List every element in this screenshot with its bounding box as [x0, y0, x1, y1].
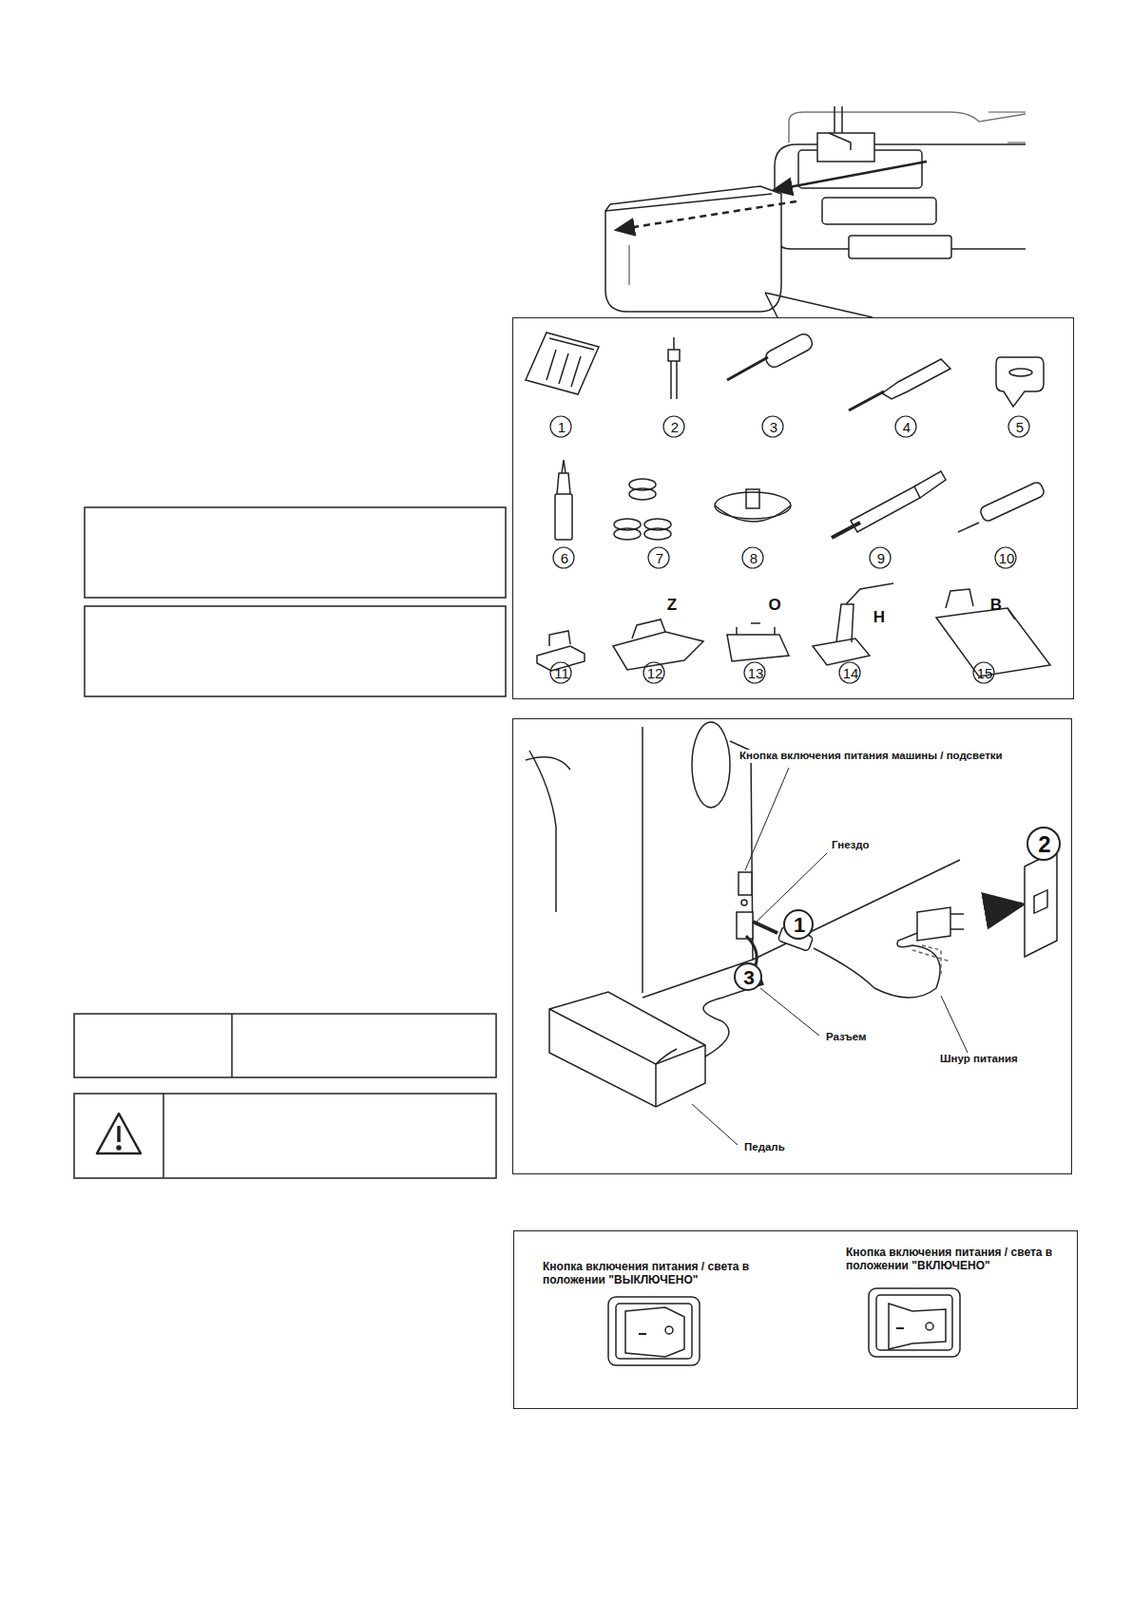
dashed-arrow — [615, 201, 797, 231]
callout-number: 2 — [1037, 831, 1051, 860]
callout-number: 3 — [743, 965, 755, 990]
callout-line — [765, 292, 873, 318]
pedal — [549, 936, 764, 1108]
callout-number: O — [767, 595, 781, 615]
wall-outlet — [1024, 850, 1057, 958]
callout-number: 12 — [647, 665, 664, 683]
connection-panel: Кнопка включения питания машины / подсве… — [512, 718, 1073, 1175]
part-label: Кнопка включения питания / света в полож… — [542, 1260, 781, 1288]
callout-number: Z — [667, 595, 677, 615]
machine-top — [774, 106, 1026, 259]
callout-number: 14 — [843, 665, 860, 683]
part-label: Кнопка включения питания / света в полож… — [845, 1246, 1075, 1274]
switch-on — [868, 1288, 960, 1358]
note-box — [84, 606, 506, 697]
callout-number: H — [873, 608, 885, 628]
callout-number: 5 — [1016, 419, 1024, 437]
extension-table — [605, 186, 782, 312]
part-label: Разъем — [824, 1031, 869, 1045]
callout-number: 10 — [998, 550, 1016, 568]
part-label: Педаль — [742, 1141, 787, 1155]
callout-number: 3 — [769, 419, 778, 437]
callout-number: 4 — [902, 419, 911, 437]
callout-number: 7 — [655, 550, 664, 568]
callout-number: 15 — [977, 665, 994, 683]
callout-number: 11 — [554, 665, 570, 683]
callout-number: 2 — [671, 419, 679, 437]
power-cord — [752, 904, 1022, 998]
callout-number: 8 — [749, 550, 758, 568]
warning-box — [74, 1093, 497, 1179]
switch-off — [608, 1297, 700, 1366]
callout-number: 1 — [793, 913, 806, 939]
warning-icon — [96, 1113, 141, 1154]
accessories-panel: 123456789101112131415ZOHB — [512, 317, 1075, 700]
note-box — [84, 507, 506, 598]
callout-number: 13 — [748, 665, 765, 683]
power-number-circles — [734, 827, 1060, 991]
callout-number: B — [990, 595, 1002, 615]
number-circles — [550, 416, 1030, 684]
callout-number: 1 — [557, 419, 566, 437]
part-label: Гнездо — [829, 839, 872, 853]
callout-number: 6 — [560, 550, 569, 568]
arrow — [773, 161, 927, 191]
switch-panel: Кнопка включения питания / света в полож… — [513, 1230, 1078, 1410]
table-box — [74, 1014, 497, 1078]
machine-side — [525, 722, 960, 998]
part-label: Кнопка включения питания машины / подсве… — [737, 749, 1005, 764]
accessory-icons — [525, 331, 1051, 677]
leader-lines — [691, 767, 968, 1146]
callout-number: 9 — [877, 550, 885, 568]
part-label: Шнур питания — [938, 1053, 1020, 1067]
